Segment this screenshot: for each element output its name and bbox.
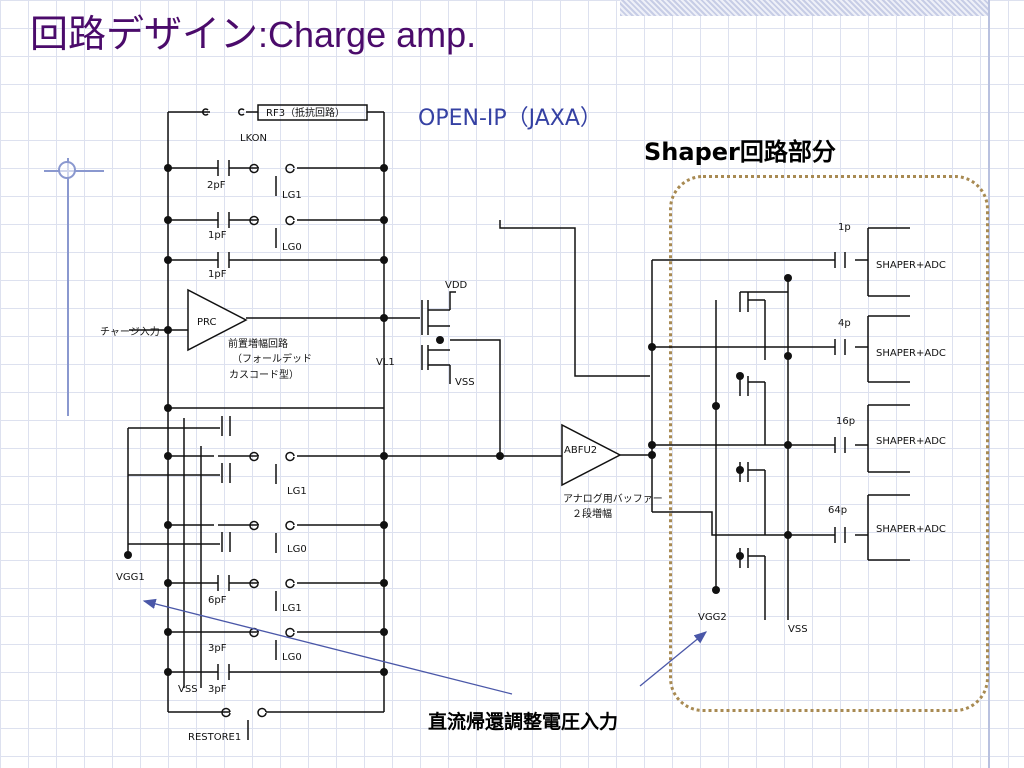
cap-1pf-label-b: 1pF xyxy=(208,269,227,280)
lg1-label-c: LG1 xyxy=(282,603,302,614)
lg1-label: LG1 xyxy=(282,190,302,201)
buffer-caption-2: ２段増幅 xyxy=(572,507,612,520)
decorative-circle-icon xyxy=(58,161,76,179)
slide-title-sub: :Charge amp. xyxy=(258,14,477,55)
shaper-region-outline xyxy=(669,175,989,712)
buffer-caption-1: アナログ用バッファー xyxy=(563,492,663,505)
right-circuit-wires xyxy=(620,227,910,620)
cap-3pf-label-a: 3pF xyxy=(208,643,227,654)
cap-3pf-label-b: 3pF xyxy=(208,684,227,695)
preamp-caption-2: （フォールデッド xyxy=(232,352,312,365)
slide-title-main: 回路デザイン xyxy=(30,12,259,56)
preamp-caption-1: 前置増幅回路 xyxy=(228,337,288,350)
prc-label: PRC xyxy=(197,317,216,328)
shaper-adc-label-4: SHAPER+ADC xyxy=(876,524,946,535)
vgg1-label: VGG1 xyxy=(116,572,145,583)
preamp-caption-3: カスコード型） xyxy=(229,368,299,381)
vss-right-label: VSS xyxy=(788,624,808,635)
feedback-resistor-label: RF3（抵抗回路） xyxy=(266,106,345,119)
lkon-label: LKON xyxy=(240,133,267,144)
lg0-label-b: LG0 xyxy=(287,544,307,555)
shaper-adc-label-3: SHAPER+ADC xyxy=(876,436,946,447)
cap-6pf-label: 6pF xyxy=(208,595,227,606)
shaper-adc-label-1: SHAPER+ADC xyxy=(876,260,946,271)
callout-arrows xyxy=(142,598,708,695)
shaper-cap-label-4: 64p xyxy=(828,505,847,516)
decorative-vertical-line xyxy=(67,158,69,416)
vgg2-label: VGG2 xyxy=(698,612,727,623)
lg1-label-b: LG1 xyxy=(287,486,307,497)
feedback-voltage-callout: 直流帰還調整電圧入力 xyxy=(428,711,619,733)
cap-2pf-label: 2pF xyxy=(207,180,226,191)
vdd-label: VDD xyxy=(445,280,468,291)
slide-title: 回路デザイン:Charge amp. xyxy=(30,12,476,58)
restore-label: RESTORE1 xyxy=(188,732,241,743)
vss-bottom-label: VSS xyxy=(178,684,198,695)
left-circuit-wires xyxy=(127,104,650,740)
header-pattern-band xyxy=(620,0,990,16)
vss-top-label: VSS xyxy=(455,377,475,388)
right-margin-rule xyxy=(988,0,990,768)
callout-arrow-vgg1 xyxy=(142,598,513,695)
shaper-cap-label-1: 1p xyxy=(838,222,851,233)
source-label: OPEN-IP（JAXA） xyxy=(418,106,602,131)
lg0-label-c: LG0 xyxy=(282,652,302,663)
shaper-cap-label-3: 16p xyxy=(836,416,855,427)
shaper-cap-label-2: 4p xyxy=(838,318,851,329)
vl1-label: VL1 xyxy=(376,357,395,368)
shaper-adc-label-2: SHAPER+ADC xyxy=(876,348,946,359)
junction-dots xyxy=(124,164,792,676)
charge-input-label: チャージ入力 xyxy=(100,325,160,338)
lg0-label: LG0 xyxy=(282,242,302,253)
schematic-labels: RF3（抵抗回路） LKON 2pF LG1 1pF LG0 1pF PRC チ… xyxy=(100,106,946,743)
amplifier-symbols xyxy=(187,288,622,487)
cap-1pf-label-a: 1pF xyxy=(208,230,227,241)
callout-arrow-vgg2 xyxy=(639,631,708,687)
abfu2-label: ABFU2 xyxy=(564,445,597,456)
shaper-section-label: Shaper回路部分 xyxy=(644,138,836,166)
